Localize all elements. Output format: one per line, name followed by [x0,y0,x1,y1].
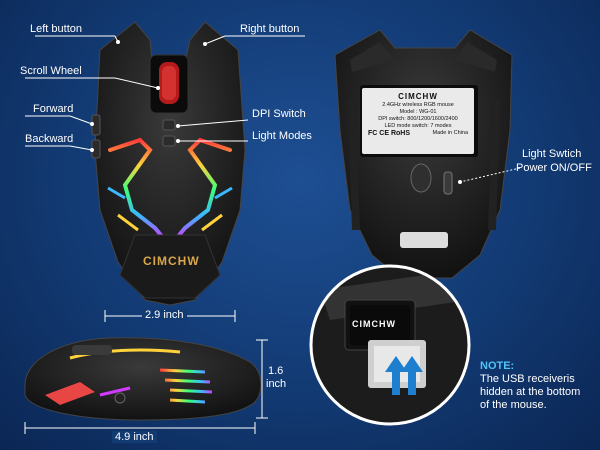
mouse-side-view [24,337,262,421]
leader-lines [25,35,521,183]
receiver-zoom-circle [309,264,471,426]
sticker-line3: DPI switch: 800/1200/1600/2400 [378,116,458,122]
label-power-switch: Power ON/OFF [516,162,592,174]
label-right-button: Right button [240,23,300,35]
label-dpi-switch: DPI Switch [252,108,306,120]
rgb-light-left [108,137,167,242]
note-title: NOTE: [480,360,515,372]
sticker-line4: LED mode switch: 7 modes [384,123,452,129]
height-dimension-unit: inch [266,378,287,390]
receiver-slot [400,232,448,248]
product-sticker: CIMCHW 2.4GHz wireless RGB mouse Model :… [362,88,474,154]
label-light-modes: Light Modes [252,130,312,142]
label-left-button: Left button [30,23,82,35]
sticker-line1: 2.4GHz wireless RGB mouse [382,102,454,108]
light-mode-button [162,135,176,147]
mouse-bottom-view [334,29,513,279]
length-dimension: 4.9 inch [112,431,157,443]
power-switch [443,171,453,195]
optical-sensor [410,163,432,193]
height-dimension-value: 1.6 [268,365,284,377]
rgb-light-right [173,137,232,242]
width-dimension: 2.9 inch [142,309,187,321]
label-forward: Forward [33,103,74,115]
label-backward: Backward [25,133,74,145]
receiver-brand: CIMCHW [352,319,396,329]
sticker-cert: FC CE RoHS [368,130,410,137]
dpi-button [162,119,176,131]
sticker-line2: Model : WG-01 [399,109,437,115]
label-light-switch: Light Swtich [522,148,582,160]
note-body: The USB receiveris hidden at the bottom … [480,373,581,411]
sticker-origin: Made in China [432,130,468,136]
mouse-top-view [91,21,246,306]
brand-logo: CIMCHW [143,254,200,268]
sticker-brand: CIMCHW [398,92,438,101]
label-scroll-wheel: Scroll Wheel [20,65,82,77]
